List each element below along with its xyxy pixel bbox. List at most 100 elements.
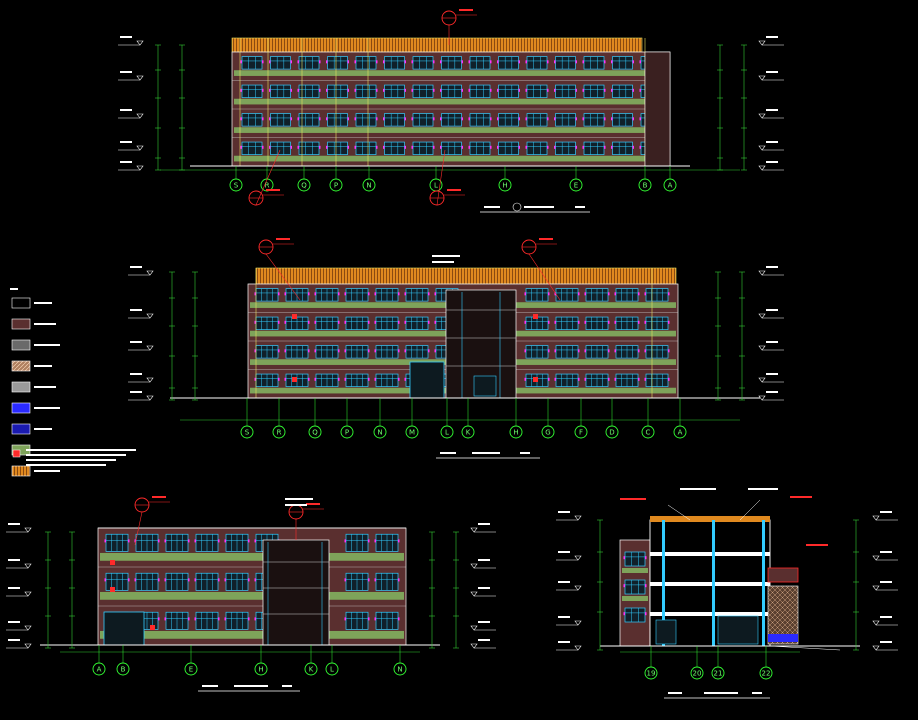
- window-trim: [254, 539, 256, 543]
- window: [374, 533, 400, 552]
- window: [554, 373, 580, 387]
- axis-label: P: [345, 429, 349, 437]
- window-frame: [241, 141, 263, 155]
- door-section: [717, 615, 759, 645]
- window-trim: [290, 88, 292, 92]
- window-trim: [582, 145, 584, 149]
- window: [224, 572, 250, 591]
- axis-bubble: [405, 425, 419, 439]
- entrance-door: [103, 611, 145, 646]
- level-marker: [146, 345, 154, 351]
- colored-band: [234, 155, 668, 162]
- level-marker: [574, 645, 582, 651]
- window-trim: [428, 292, 430, 296]
- window-trim: [518, 145, 520, 149]
- window-trim: [614, 377, 616, 381]
- window-trim: [319, 117, 321, 121]
- window: [468, 141, 492, 155]
- window: [240, 113, 264, 127]
- column-section: [712, 520, 715, 646]
- title-glyph: [484, 206, 500, 208]
- axis-bubble: [759, 666, 773, 680]
- window-trim: [639, 60, 641, 64]
- window-frame: [384, 56, 405, 70]
- window-trim: [632, 60, 634, 64]
- window-trim: [490, 88, 492, 92]
- window: [497, 84, 520, 98]
- level-marker: [758, 145, 766, 151]
- level-glyph: [478, 559, 490, 561]
- window: [497, 113, 520, 127]
- window: [269, 141, 292, 155]
- window: [584, 373, 610, 387]
- window: [254, 345, 280, 359]
- window-frame: [555, 141, 576, 155]
- window-trim: [374, 578, 376, 582]
- level-marker: [574, 585, 582, 591]
- window-frame: [469, 56, 491, 70]
- level-glyph: [766, 309, 778, 311]
- window-trim: [290, 60, 292, 64]
- window-trim: [374, 349, 376, 353]
- window: [374, 288, 400, 302]
- level-marker: [872, 620, 880, 626]
- window-trim: [411, 60, 413, 64]
- legend-label-glyph: [34, 365, 52, 367]
- window-trim: [347, 145, 349, 149]
- window-trim: [158, 617, 160, 621]
- window: [411, 84, 435, 98]
- level-marker: [470, 591, 478, 597]
- axis-bubble: [325, 662, 339, 676]
- window: [611, 84, 634, 98]
- window-trim: [278, 349, 280, 353]
- window-trim: [254, 617, 256, 621]
- window-trim: [383, 60, 385, 64]
- level-glyph: [880, 641, 892, 643]
- level-glyph: [558, 616, 570, 618]
- red-marker: [110, 560, 115, 565]
- window-trim: [254, 292, 256, 296]
- axis-bubble: [229, 178, 243, 192]
- window-trim: [314, 292, 316, 296]
- window: [344, 288, 370, 302]
- level-marker: [758, 395, 766, 401]
- axis-bubble: [272, 425, 286, 439]
- window-trim: [404, 377, 406, 381]
- window: [374, 373, 400, 387]
- colored-band: [234, 70, 668, 76]
- window-trim: [668, 320, 670, 324]
- axis-bubble: [541, 425, 555, 439]
- window-trim: [262, 145, 264, 149]
- annotation-arrow: [436, 149, 446, 206]
- window-trim: [404, 145, 406, 149]
- window-trim: [497, 145, 499, 149]
- window-trim: [604, 88, 606, 92]
- window-trim: [376, 60, 378, 64]
- window-trim: [398, 539, 400, 543]
- window-frame: [526, 84, 548, 98]
- red-marker: [533, 314, 538, 319]
- window: [411, 141, 435, 155]
- axis-label: 20: [693, 670, 702, 678]
- window-trim: [262, 60, 264, 64]
- legend-note-glyph: [26, 449, 136, 451]
- axis-bubble: [711, 666, 725, 680]
- window-trim: [608, 349, 610, 353]
- window-trim: [354, 117, 356, 121]
- window-trim: [524, 349, 526, 353]
- window: [374, 316, 400, 330]
- window-trim: [326, 117, 328, 121]
- window-trim: [240, 145, 242, 149]
- title-glyph: [472, 452, 500, 454]
- window-trim: [368, 539, 370, 543]
- window-trim: [314, 349, 316, 353]
- axis-label: P: [334, 182, 338, 190]
- window-trim: [404, 349, 406, 353]
- window: [404, 345, 430, 359]
- entrance-door: [409, 361, 445, 399]
- window-trim: [638, 349, 640, 353]
- note-glyph: [790, 496, 812, 498]
- window-trim: [433, 117, 435, 121]
- window: [468, 56, 492, 70]
